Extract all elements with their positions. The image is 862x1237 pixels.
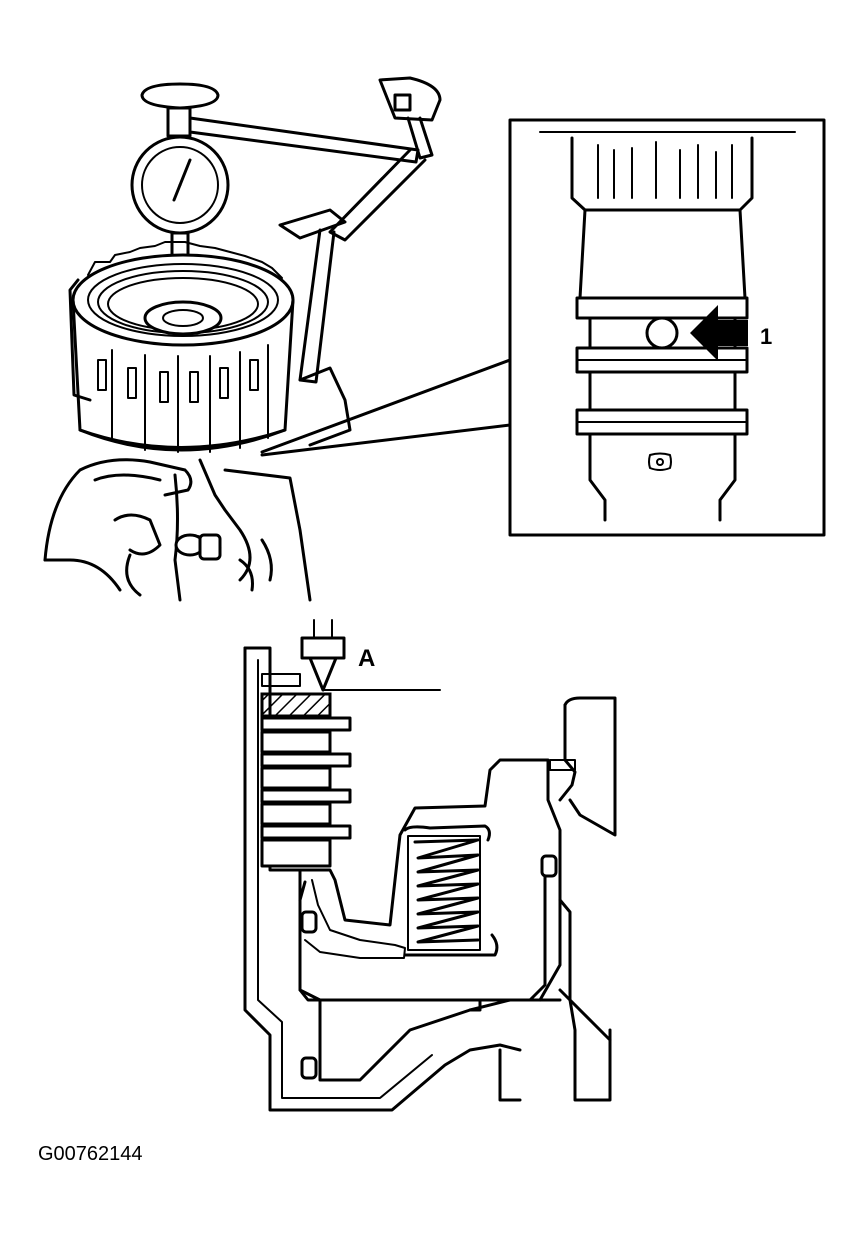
inset-detail: 1 (508, 118, 826, 537)
return-spring (403, 824, 499, 957)
callout-1-label: 1 (760, 324, 772, 349)
clutch-drum (68, 241, 352, 453)
measuring-probe (300, 619, 441, 692)
figure-id: G00762144 (38, 1143, 143, 1165)
pressure-plate (260, 692, 332, 718)
pointer-arrow (690, 305, 748, 361)
callout-A-label: A (358, 645, 375, 672)
clutch-plates (260, 716, 352, 868)
leader-line-bottom (260, 423, 512, 457)
orifice-hole (645, 316, 679, 350)
leader-line-top (260, 358, 512, 454)
hands (43, 458, 312, 602)
o-ring-inner (300, 910, 318, 934)
dial-indicator-gauge (130, 82, 230, 265)
o-ring-lower (300, 1056, 318, 1080)
clutch-drum-illustration (43, 76, 512, 602)
clutch-cross-section: A (243, 619, 617, 1112)
o-ring-outer (540, 854, 558, 878)
inset-frame (508, 118, 826, 537)
